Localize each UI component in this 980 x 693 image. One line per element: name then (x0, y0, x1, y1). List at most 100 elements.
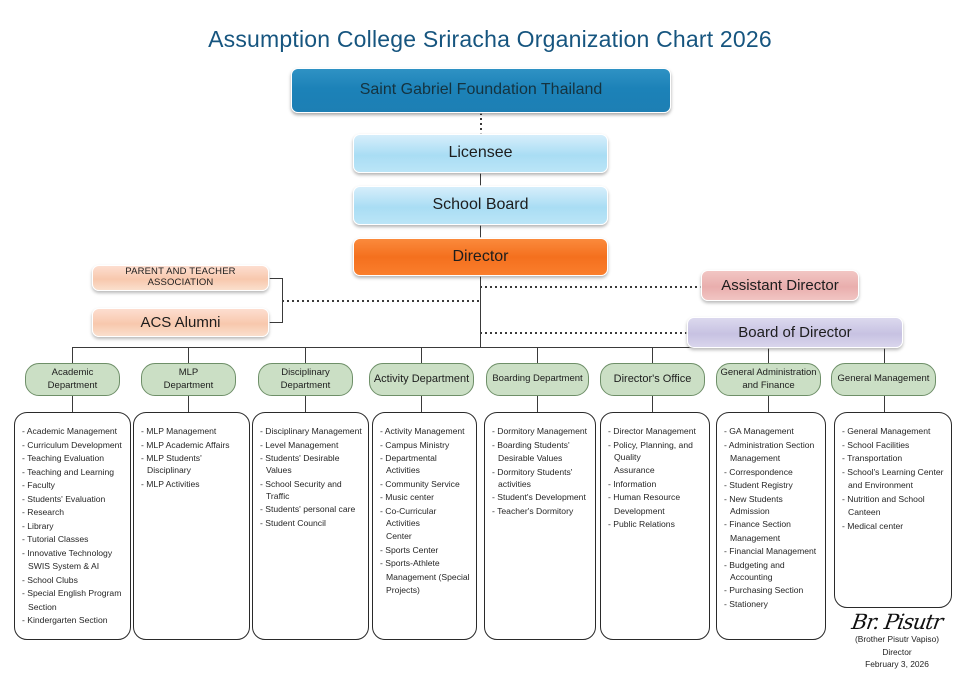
node-assistant-director[interactable]: Assistant Director (701, 270, 859, 301)
node-director[interactable]: Director (353, 238, 608, 276)
dept-list-item: Administration Section (724, 439, 819, 451)
department-bus-bar (72, 347, 884, 348)
dept-list-item: Curriculum Development (22, 439, 124, 451)
dept-list-item: School Clubs (22, 574, 124, 586)
node-licensee[interactable]: Licensee (353, 134, 608, 173)
dept-list-item: Sports-Athlete (380, 557, 470, 569)
dept-pill-label: Boarding Department (492, 373, 583, 385)
connector-mlp-pill-to-box (188, 396, 189, 412)
dept-list-item: Director Management (608, 425, 703, 437)
dept-list-item: Transportation (842, 452, 945, 464)
page-title: Assumption College Sriracha Organization… (208, 26, 772, 52)
dept-list-mlp: MLP ManagementMLP Academic AffairsMLP St… (141, 425, 243, 490)
dept-list-item: MLP Students' Disciplinary (141, 452, 243, 476)
node-label: School Board (432, 196, 529, 214)
dept-list-item: Students' Evaluation (22, 493, 124, 505)
dept-list-item: Financial Management (724, 545, 819, 557)
dept-list-item: Activity Management (380, 425, 470, 437)
dept-list-item: Sports Center (380, 544, 470, 556)
node-label: Board of Director (738, 323, 852, 341)
dept-pill-activity[interactable]: Activity Department (369, 363, 474, 396)
signature-date: February 3, 2026 (865, 659, 929, 670)
connector-general-management-pill-to-box (884, 396, 885, 412)
connector-director-to-board (480, 332, 688, 334)
dept-list-item: Stationery (724, 598, 819, 610)
dept-list-item: Desirable Values (498, 453, 563, 463)
connector-school-board-to-director (480, 224, 481, 240)
node-parent-and-teacher-association[interactable]: PARENT AND TEACHER ASSOCIATION (92, 265, 269, 291)
dept-box-activity: Activity ManagementCampus MinistryDepart… (372, 412, 477, 640)
dept-list-item: Special English Program (22, 587, 124, 599)
dept-pill-general-management[interactable]: General Management (831, 363, 936, 396)
dept-box-general-management: General ManagementSchool FacilitiesTrans… (834, 412, 952, 608)
node-label: Licensee (448, 144, 513, 162)
connector-bus-to-boarding (537, 347, 538, 363)
dept-list-item: Teaching and Learning (22, 466, 124, 478)
dept-list-item: Purchasing Section (724, 584, 819, 596)
dept-list-directors-office: Director ManagementPolicy, Planning, and… (608, 425, 703, 530)
dept-list-item: MLP Management (141, 425, 243, 437)
dept-list-disciplinary: Disciplinary ManagementLevel ManagementS… (260, 425, 362, 529)
node-acs-alumni[interactable]: ACS Alumni (92, 308, 269, 337)
dept-list-item: Correspondence (724, 466, 819, 478)
dept-list-item: Departmental Activities (380, 452, 470, 476)
connector-academic-pill-to-box (72, 396, 73, 412)
connector-bus-to-academic (72, 347, 73, 363)
dept-list-item: Teacher's Dormitory (492, 505, 589, 517)
connector-bus-to-general-administration (768, 347, 769, 363)
dept-list-item: School's Learning Center (842, 466, 945, 478)
connector-bus-to-directors-office (652, 347, 653, 363)
dept-list-item: Co-Curricular Activities (380, 505, 470, 529)
signature-mark: Br. Pisutr (850, 610, 945, 634)
signature-name: (Brother Pisutr Vapiso) (854, 634, 940, 644)
dept-box-directors-office: Director ManagementPolicy, Planning, and… (600, 412, 710, 640)
dept-list-item: Students' Desirable Values (260, 452, 362, 476)
dept-list-item: Nutrition and School (842, 493, 945, 505)
connector-general-administration-pill-to-box (768, 396, 769, 412)
dept-list-item: Student Registry (724, 479, 819, 491)
dept-list-item: Faculty (22, 479, 124, 491)
dept-list-item: Teaching Evaluation (22, 452, 124, 464)
dept-box-boarding: Dormitory ManagementBoarding Students'De… (484, 412, 596, 640)
connector-director-to-bus (480, 275, 481, 347)
dept-list-activity: Activity ManagementCampus MinistryDepart… (380, 425, 470, 597)
dept-list-item: GA Management (724, 425, 819, 437)
dept-list-item: Budgeting and Accounting (724, 559, 819, 583)
dept-list-boarding: Dormitory ManagementBoarding Students'De… (492, 425, 589, 517)
connector-disciplinary-pill-to-box (305, 396, 306, 412)
dept-list-general-administration: GA ManagementAdministration SectionManag… (724, 425, 819, 610)
dept-list-item: Kindergarten Section (22, 614, 124, 626)
dept-list-item: Medical center (842, 520, 945, 532)
node-board-of-director[interactable]: Board of Director (687, 317, 903, 348)
dept-pill-label: Activity Department (373, 373, 470, 386)
dept-list-item: Level Management (260, 439, 362, 451)
node-school-board[interactable]: School Board (353, 186, 608, 225)
connector-pta-acs-to-director (282, 300, 480, 302)
signature-role: Director (882, 646, 912, 657)
dept-list-item: Management (730, 532, 781, 543)
dept-pill-label: General Management (837, 373, 930, 385)
connector-root-to-licensee (480, 113, 482, 138)
dept-list-item: Dormitory Management (492, 425, 589, 437)
dept-pill-boarding[interactable]: Boarding Department (486, 363, 589, 396)
node-saint-gabriel-foundation[interactable]: Saint Gabriel Foundation Thailand (291, 68, 671, 113)
dept-list-general-management: General ManagementSchool FacilitiesTrans… (842, 425, 945, 532)
dept-list-item: New Students Admission (724, 493, 819, 517)
connector-directors-office-pill-to-box (652, 396, 653, 412)
dept-pill-directors-office[interactable]: Director's Office (600, 363, 705, 396)
dept-list-item: Community Service (380, 478, 470, 490)
dept-list-item: Finance Section (724, 518, 819, 530)
dept-list-item: Human Resource (608, 491, 703, 503)
dept-box-general-administration: GA ManagementAdministration SectionManag… (716, 412, 826, 640)
dept-list-item: General Management (842, 425, 945, 437)
dept-list-item: MLP Activities (141, 478, 243, 490)
dept-list-item: School Security and Traffic (260, 478, 362, 502)
connector-pta-stub (268, 278, 282, 279)
node-label: Director (452, 247, 509, 265)
